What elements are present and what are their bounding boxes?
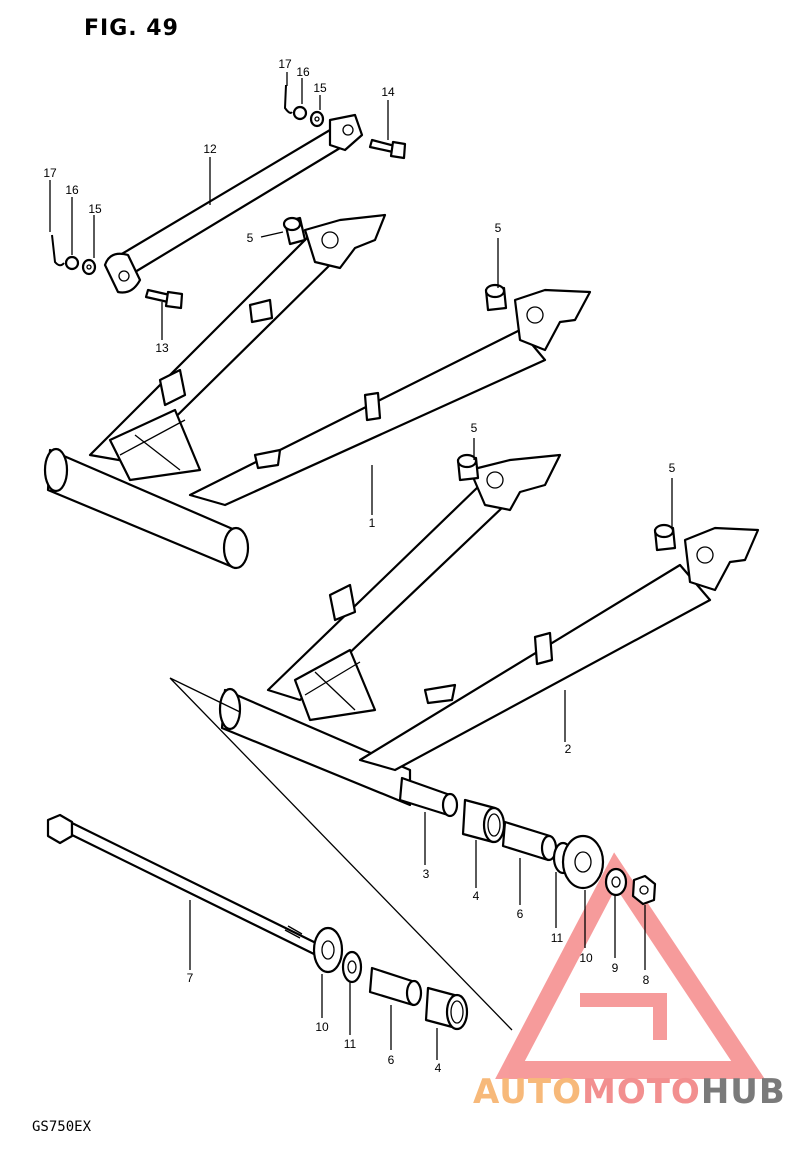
- leader-lines: [49, 72, 673, 1060]
- torque-rod: [103, 113, 364, 294]
- callout-13: 13: [155, 341, 169, 355]
- callout-1: 1: [369, 516, 376, 530]
- brand-part-hub: HUB: [700, 1072, 786, 1112]
- callout-5-c: 5: [471, 421, 478, 435]
- pivot-spacer-3: [398, 776, 459, 818]
- callout-15-upper: 15: [313, 81, 327, 95]
- spacer-6-right: [501, 820, 558, 862]
- callout-5-d: 5: [669, 461, 676, 475]
- callout-10-left: 10: [315, 1020, 329, 1034]
- callout-8: 8: [643, 973, 650, 987]
- nut-16-lower: [64, 255, 80, 271]
- bushing-5-d: [653, 523, 677, 552]
- bushing-5-b: [484, 283, 508, 312]
- washer-9: [604, 867, 628, 897]
- callout-16-upper: 16: [296, 65, 310, 79]
- bolt-13: [144, 288, 184, 310]
- bolt-14: [368, 138, 407, 160]
- assembly-guide-lines: [169, 677, 513, 1031]
- callout-6-left: 6: [388, 1053, 395, 1067]
- swingarm-assembly: [43, 213, 592, 570]
- callout-6-right: 6: [517, 907, 524, 921]
- figure-title: FIG. 49: [84, 16, 179, 41]
- plate-10-left: [312, 926, 344, 974]
- bushing-5-a: [282, 216, 307, 246]
- callout-3: 3: [423, 867, 430, 881]
- brand-part-auto: AUTO: [473, 1072, 582, 1112]
- callout-4-right: 4: [473, 889, 480, 903]
- callout-11-right: 11: [551, 931, 564, 945]
- callout-15-lower: 15: [88, 202, 102, 216]
- cotter-pin-17-lower: [51, 234, 65, 267]
- callout-9: 9: [612, 961, 619, 975]
- callout-11-left: 11: [344, 1037, 357, 1051]
- callout-17-lower: 17: [43, 166, 57, 180]
- watermark-brand-text: AUTOMOTOHUB: [473, 1072, 786, 1112]
- watermark-logo: [495, 852, 765, 1079]
- washer-15-lower: [81, 258, 97, 276]
- bushing-5-c: [456, 453, 480, 482]
- cotter-pin-17-upper: [283, 84, 293, 114]
- pivot-shaft-7: [46, 813, 322, 957]
- model-code: GS750EX: [32, 1119, 92, 1135]
- callout-10-right: 10: [579, 951, 593, 965]
- plate-10-right: [561, 834, 605, 890]
- bearing-4-right: [461, 798, 506, 844]
- spacer-6-left: [368, 966, 423, 1007]
- nut-16-upper: [292, 105, 308, 121]
- swingarm: [218, 453, 760, 807]
- callout-5-a: 5: [247, 231, 254, 245]
- brand-part-moto: MOTO: [581, 1072, 701, 1112]
- callout-labels: 1 2 3 4 4 5 5 5 5 6 6 7 8 9 10 10 11 11 …: [43, 57, 675, 1075]
- callout-16-lower: 16: [65, 183, 79, 197]
- washer-15-upper: [309, 110, 325, 128]
- callout-14: 14: [381, 85, 395, 99]
- bearing-4-left: [424, 986, 469, 1031]
- callout-7: 7: [187, 971, 194, 985]
- callout-5-b: 5: [495, 221, 502, 235]
- callout-4-left: 4: [435, 1061, 442, 1075]
- washer-11-left: [341, 950, 363, 984]
- callout-2: 2: [565, 742, 572, 756]
- callout-17-upper: 17: [278, 57, 292, 71]
- callout-12: 12: [203, 142, 217, 156]
- nut-8: [631, 874, 657, 906]
